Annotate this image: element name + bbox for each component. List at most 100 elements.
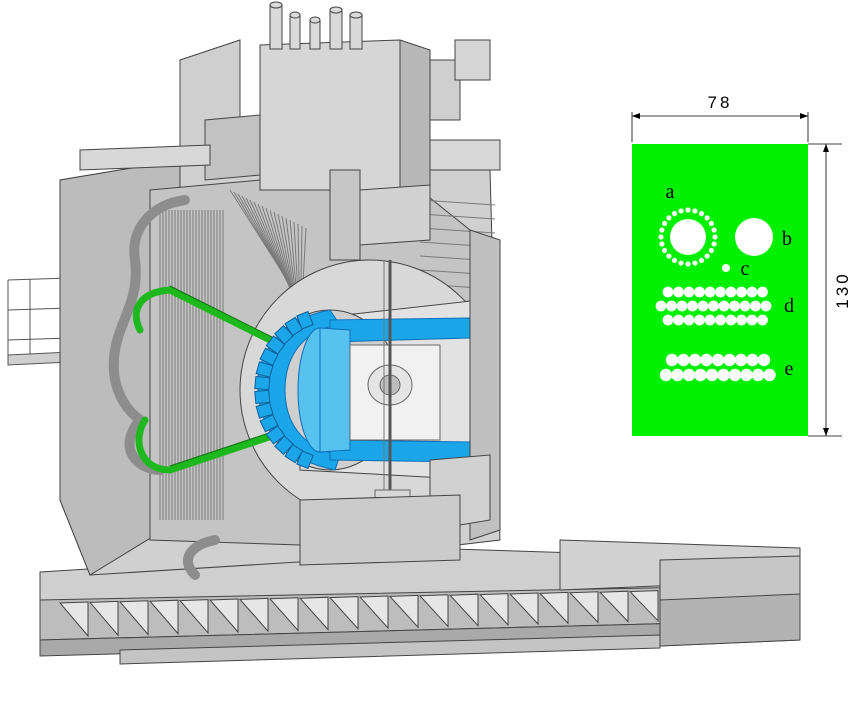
chimney-cap (309, 16, 321, 24)
truss-web (568, 591, 599, 624)
hole-d (757, 286, 768, 298)
label-e: e (785, 358, 794, 380)
truss-web (118, 600, 149, 636)
truss-web (478, 593, 509, 627)
ring-hole (708, 247, 714, 254)
ring-hole (662, 247, 668, 254)
hole-d (694, 314, 705, 326)
ring-hole (698, 211, 705, 217)
chimney (329, 9, 343, 50)
truss-web (238, 597, 269, 633)
hole-d (673, 286, 684, 298)
base-girder (39, 539, 801, 665)
truss-web (328, 596, 359, 631)
truss-web (178, 599, 209, 635)
hole-d (704, 286, 716, 298)
ring-hole (671, 211, 678, 217)
hole-e (659, 368, 673, 382)
hole-e (665, 353, 679, 367)
hole-e (700, 353, 713, 367)
ring-hole (704, 215, 710, 221)
hole-d (708, 300, 719, 312)
hole-d (715, 314, 726, 326)
hole-e (705, 368, 719, 382)
hole-d (746, 314, 758, 326)
hole-d (746, 286, 758, 298)
hole-d (729, 300, 740, 312)
height-arrow-bottom (823, 428, 829, 436)
truss-web (358, 595, 389, 630)
hole-d (662, 286, 674, 298)
hole-e (688, 353, 702, 367)
truss-web (298, 596, 329, 631)
hole-d (704, 314, 716, 326)
ring-hole (678, 260, 684, 266)
truss-web (388, 594, 419, 629)
hole-d (683, 314, 695, 326)
truss-web (148, 599, 179, 635)
hole-d (736, 314, 747, 326)
yoke-plate (419, 199, 496, 206)
hole-d (683, 286, 695, 298)
hole-e (763, 368, 776, 382)
hole-e (734, 353, 748, 367)
ring-hole (692, 208, 698, 214)
hole-d (760, 300, 772, 312)
truss-web (508, 592, 539, 626)
ring-hole (704, 253, 710, 259)
hole-e (751, 368, 765, 382)
hole-e (746, 353, 759, 367)
hole-d (757, 314, 768, 326)
calorimeter-module (265, 425, 286, 445)
hole-d (687, 300, 698, 312)
truss-web (418, 594, 449, 628)
hole-d (655, 300, 667, 312)
ring-hole (711, 227, 717, 233)
height-arrow-top (823, 144, 829, 152)
chimney (349, 14, 363, 50)
ring-hole (712, 234, 718, 240)
channel-a-ring-holes (658, 207, 718, 267)
hole-e (723, 353, 736, 367)
chimney-cap (269, 1, 283, 9)
inner-calorimeter (254, 309, 471, 471)
hole-e (717, 368, 730, 382)
chimney (269, 4, 283, 50)
calorimeter-module (255, 402, 274, 419)
truss-web (448, 593, 479, 627)
ring-hole (692, 260, 698, 266)
ring-hole (671, 257, 678, 263)
label-b: b (782, 228, 792, 250)
top-services (79, 1, 501, 261)
ring-hole (685, 207, 691, 213)
chimney-cap (329, 6, 343, 14)
detector-cutaway-drawing (7, 1, 801, 665)
truss-web (208, 598, 239, 634)
ring-hole (662, 220, 668, 227)
calorimeter-module (255, 361, 274, 378)
calorimeter-module (259, 347, 279, 366)
truss-web (538, 591, 569, 625)
calorimeter-module (296, 450, 314, 470)
ring-hole (698, 257, 705, 263)
hole-d (662, 314, 674, 326)
channel-group-d (655, 286, 772, 326)
ring-hole (659, 227, 665, 233)
hole-d (697, 300, 709, 312)
hole-e (694, 368, 707, 382)
width-dimension-label: 78 (708, 93, 733, 112)
chimney-cap (349, 11, 363, 19)
calorimeter-module (274, 324, 294, 345)
conductor-cross-section: 78 130 a b c d e (631, 93, 852, 437)
truss-web (268, 597, 299, 632)
hole-d (736, 286, 747, 298)
hole-d (694, 286, 705, 298)
hole-d (725, 286, 737, 298)
label-d: d (784, 295, 794, 317)
hole-d (725, 314, 737, 326)
calorimeter-module (274, 435, 294, 456)
label-c: c (741, 258, 750, 280)
ring-hole (659, 241, 665, 247)
hole-d (673, 314, 684, 326)
hole-e (711, 353, 725, 367)
